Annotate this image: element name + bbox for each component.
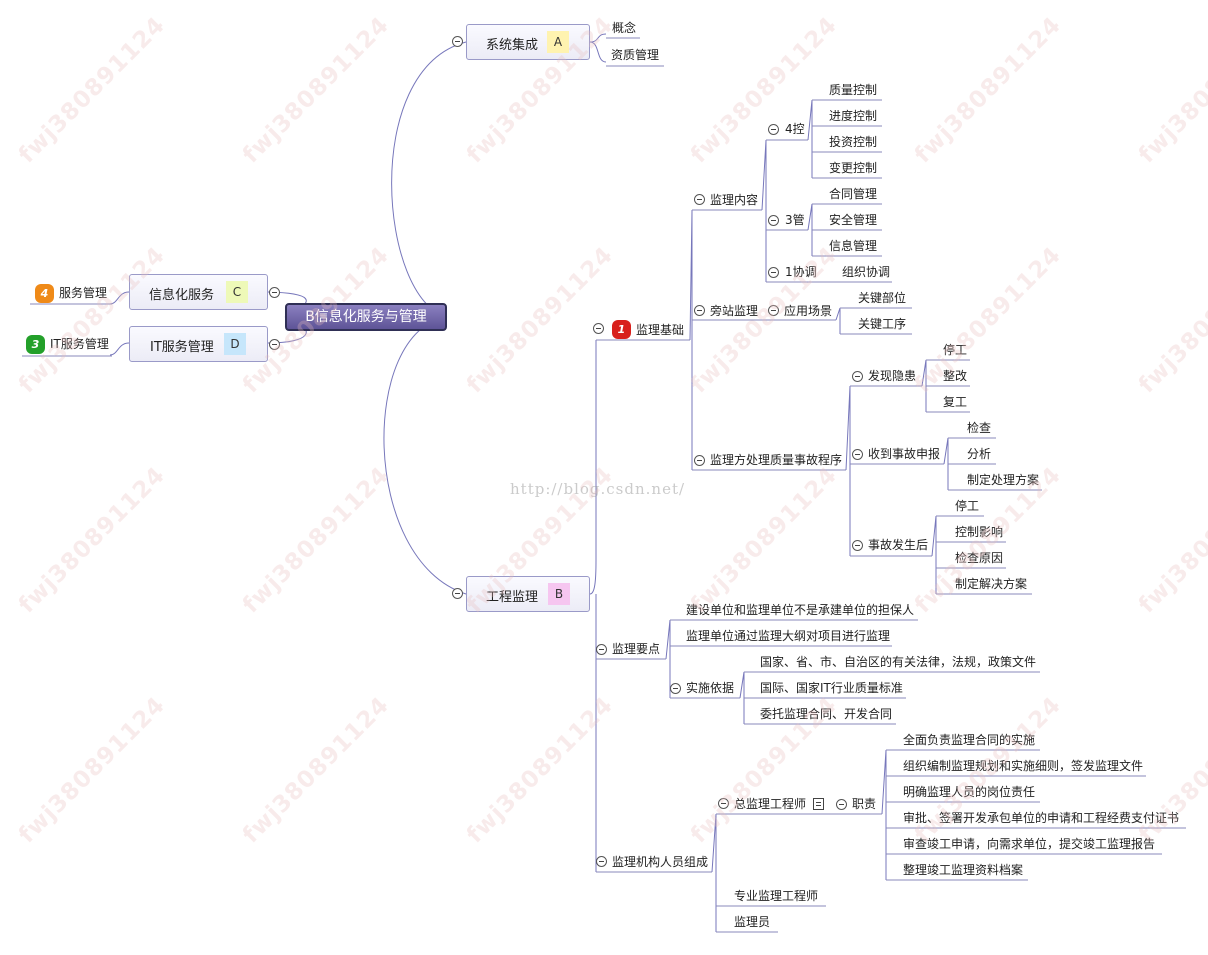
leaf-make-treatment-plan[interactable]: 制定处理方案 bbox=[967, 473, 1040, 487]
leaf-information-management[interactable]: 信息管理 bbox=[829, 239, 878, 253]
collapse-toggle-icon[interactable] bbox=[694, 305, 705, 316]
priority-3-icon: 3 bbox=[26, 335, 45, 354]
subtopic-staff-composition[interactable]: 监理机构人员组成 bbox=[612, 855, 709, 869]
subtopic-supervisor[interactable]: 监理员 bbox=[734, 915, 771, 929]
topic-label: 信息化服务 bbox=[149, 288, 215, 303]
subtopic-duties[interactable]: 职责 bbox=[852, 797, 877, 811]
leaf-quality-control[interactable]: 质量控制 bbox=[829, 83, 878, 97]
subtopic-accident-procedure[interactable]: 监理方处理质量事故程序 bbox=[710, 453, 843, 467]
marker-tag-d: D bbox=[224, 333, 246, 355]
subtopic-application-scene[interactable]: 应用场景 bbox=[784, 304, 833, 318]
topic-system-integration[interactable]: 系统集成 A bbox=[466, 24, 590, 60]
subtopic-concept[interactable]: 概念 bbox=[612, 21, 637, 35]
collapse-toggle-icon[interactable] bbox=[452, 36, 463, 47]
leaf-key-parts[interactable]: 关键部位 bbox=[858, 291, 907, 305]
leaf-check-cause[interactable]: 检查原因 bbox=[955, 551, 1004, 565]
subtopic-qualification[interactable]: 资质管理 bbox=[611, 48, 660, 62]
collapse-toggle-icon[interactable] bbox=[596, 644, 607, 655]
subtopic-it-service-management[interactable]: IT服务管理 bbox=[50, 337, 109, 351]
marker-tag-c: C bbox=[226, 281, 248, 303]
collapse-toggle-icon[interactable] bbox=[269, 339, 280, 350]
leaf-duty-4[interactable]: 审批、签署开发承包单位的申请和工程经费支付证书 bbox=[903, 811, 1180, 825]
leaf-investment-control[interactable]: 投资控制 bbox=[829, 135, 878, 149]
leaf-duty-6[interactable]: 整理竣工监理资料档案 bbox=[903, 863, 1024, 877]
topic-info-service[interactable]: 信息化服务 C bbox=[129, 274, 268, 310]
collapse-toggle-icon[interactable] bbox=[452, 588, 463, 599]
subtopic-side-station-supervision[interactable]: 旁站监理 bbox=[710, 304, 759, 318]
collapse-toggle-icon[interactable] bbox=[768, 215, 779, 226]
collapse-toggle-icon[interactable] bbox=[596, 856, 607, 867]
subtopic-four-controls[interactable]: 4控 bbox=[785, 122, 805, 136]
marker-tag-a: A bbox=[547, 31, 569, 53]
priority-4-icon: 4 bbox=[35, 284, 54, 303]
collapse-toggle-icon[interactable] bbox=[768, 305, 779, 316]
leaf-duty-5[interactable]: 审查竣工申请，向需求单位，提交竣工监理报告 bbox=[903, 837, 1156, 851]
leaf-make-solution[interactable]: 制定解决方案 bbox=[955, 577, 1028, 591]
leaf-it-quality-standards[interactable]: 国际、国家IT行业质量标准 bbox=[760, 681, 903, 695]
collapse-toggle-icon[interactable] bbox=[852, 449, 863, 460]
topic-label: 工程监理 bbox=[486, 590, 539, 605]
collapse-toggle-icon[interactable] bbox=[670, 683, 681, 694]
central-topic[interactable]: B信息化服务与管理 bbox=[285, 303, 447, 331]
leaf-key-processes[interactable]: 关键工序 bbox=[858, 317, 907, 331]
subtopic-professional-engineer[interactable]: 专业监理工程师 bbox=[734, 889, 819, 903]
priority-1-icon: 1 bbox=[612, 320, 631, 339]
subtopic-supervision-basics[interactable]: 监理基础 bbox=[636, 323, 685, 337]
leaf-stop-work[interactable]: 停工 bbox=[943, 343, 968, 357]
leaf-not-guarantor[interactable]: 建设单位和监理单位不是承建单位的担保人 bbox=[686, 603, 915, 617]
leaf-supervision-outline[interactable]: 监理单位通过监理大纲对项目进行监理 bbox=[686, 629, 891, 643]
subtopic-three-managements[interactable]: 3管 bbox=[785, 213, 805, 227]
leaf-change-control[interactable]: 变更控制 bbox=[829, 161, 878, 175]
subtopic-chief-engineer[interactable]: 总监理工程师 bbox=[734, 797, 807, 811]
collapse-toggle-icon[interactable] bbox=[593, 323, 604, 334]
leaf-duty-3[interactable]: 明确监理人员的岗位责任 bbox=[903, 785, 1036, 799]
topic-label: IT服务管理 bbox=[150, 340, 214, 355]
collapse-toggle-icon[interactable] bbox=[768, 124, 779, 135]
leaf-resume-work[interactable]: 复工 bbox=[943, 395, 968, 409]
subtopic-service-management[interactable]: 服务管理 bbox=[59, 286, 108, 300]
leaf-contract-management[interactable]: 合同管理 bbox=[829, 187, 878, 201]
subtopic-after-accident[interactable]: 事故发生后 bbox=[868, 538, 929, 552]
leaf-schedule-control[interactable]: 进度控制 bbox=[829, 109, 878, 123]
collapse-toggle-icon[interactable] bbox=[852, 540, 863, 551]
leaf-analyze[interactable]: 分析 bbox=[967, 447, 992, 461]
collapse-toggle-icon[interactable] bbox=[269, 287, 280, 298]
collapse-toggle-icon[interactable] bbox=[852, 371, 863, 382]
leaf-organization-coordination[interactable]: 组织协调 bbox=[842, 265, 891, 279]
topic-project-supervision[interactable]: 工程监理 B bbox=[466, 576, 590, 612]
topic-it-service-management[interactable]: IT服务管理 D bbox=[129, 326, 268, 362]
marker-tag-b: B bbox=[548, 583, 570, 605]
leaf-safety-management[interactable]: 安全管理 bbox=[829, 213, 878, 227]
collapse-toggle-icon[interactable] bbox=[694, 455, 705, 466]
subtopic-key-points[interactable]: 监理要点 bbox=[612, 642, 661, 656]
leaf-stop-work-2[interactable]: 停工 bbox=[955, 499, 980, 513]
leaf-duty-1[interactable]: 全面负责监理合同的实施 bbox=[903, 733, 1036, 747]
topic-label: 系统集成 bbox=[486, 38, 539, 53]
subtopic-accident-report[interactable]: 收到事故申报 bbox=[868, 447, 941, 461]
subtopic-one-coordination[interactable]: 1协调 bbox=[785, 265, 817, 279]
collapse-toggle-icon[interactable] bbox=[768, 267, 779, 278]
subtopic-supervision-content[interactable]: 监理内容 bbox=[710, 193, 759, 207]
subtopic-implementation-basis[interactable]: 实施依据 bbox=[686, 681, 735, 695]
subtopic-hazard-found[interactable]: 发现隐患 bbox=[868, 369, 917, 383]
leaf-rectify[interactable]: 整改 bbox=[943, 369, 968, 383]
leaf-inspect[interactable]: 检查 bbox=[967, 421, 992, 435]
leaf-laws-regulations[interactable]: 国家、省、市、自治区的有关法律，法规，政策文件 bbox=[760, 655, 1037, 669]
leaf-contracts[interactable]: 委托监理合同、开发合同 bbox=[760, 707, 893, 721]
leaf-duty-2[interactable]: 组织编制监理规划和实施细则，签发监理文件 bbox=[903, 759, 1144, 773]
collapse-toggle-icon[interactable] bbox=[836, 799, 847, 810]
collapse-toggle-icon[interactable] bbox=[694, 194, 705, 205]
collapse-toggle-icon[interactable] bbox=[718, 798, 729, 809]
note-icon[interactable] bbox=[813, 798, 824, 810]
leaf-control-impact[interactable]: 控制影响 bbox=[955, 525, 1004, 539]
